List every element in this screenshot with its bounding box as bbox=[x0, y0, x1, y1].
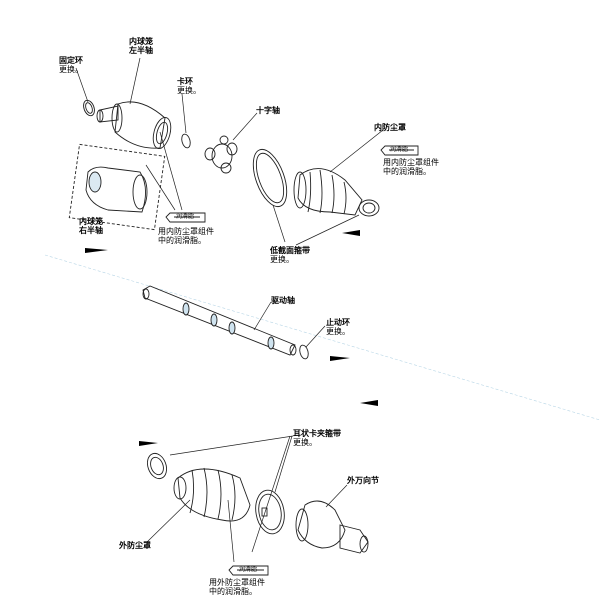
label-outer-boot: 外防尘罩 bbox=[119, 541, 151, 550]
snap-ring bbox=[181, 133, 191, 149]
drive-shaft bbox=[142, 285, 297, 356]
label-inner-cage-right: 内球笼右半轴 bbox=[79, 217, 103, 235]
label-drive-shaft: 驱动轴 bbox=[271, 296, 295, 305]
label-outer-joint: 外万向节 bbox=[347, 476, 379, 485]
outer-joint bbox=[295, 500, 369, 554]
ear-clamp bbox=[255, 489, 285, 535]
label-stop-ring: 止动环更换。 bbox=[326, 318, 350, 336]
arrow-markers bbox=[85, 230, 378, 446]
label-fixed-ring: 固定环更换。 bbox=[59, 56, 83, 74]
grease-tag-text-bottom: 润滑脂 bbox=[239, 566, 258, 573]
outer-boot bbox=[173, 467, 251, 522]
label-cross-shaft: 十字轴 bbox=[256, 106, 280, 115]
grease-tag-icon-bottom bbox=[228, 565, 269, 576]
label-low-profile-clamp: 低截面箍带更换。 bbox=[270, 246, 310, 264]
grease-tag-text-top: 润滑脂 bbox=[390, 146, 409, 153]
label-inner-cage-left: 内球笼左半轴 bbox=[129, 37, 153, 55]
label-inner-boot: 内防尘罩 bbox=[374, 123, 406, 132]
leader-lines bbox=[75, 57, 384, 563]
cross-shaft bbox=[204, 135, 238, 174]
section-divider-top bbox=[44, 254, 601, 421]
grease-tag-icon-mid bbox=[165, 212, 206, 223]
label-ear-clamp: 耳状卡夹箍带更换。 bbox=[293, 429, 341, 447]
inner-cage-left bbox=[96, 101, 172, 150]
label-inner-boot-grease-mid: 用内防尘罩组件中的润滑脂。 bbox=[158, 227, 214, 245]
label-inner-boot-grease-top: 用内防尘罩组件中的润滑脂。 bbox=[383, 158, 439, 176]
label-outer-boot-grease: 用外防尘罩组件中的润滑脂。 bbox=[209, 578, 265, 596]
inner-boot bbox=[293, 168, 363, 216]
grease-tag-icon-top bbox=[380, 145, 419, 156]
low-profile-clamp-top bbox=[252, 148, 288, 208]
fixed-ring bbox=[83, 99, 95, 117]
label-snap-ring: 卡环更换。 bbox=[177, 77, 201, 95]
small-clamp-ring-top bbox=[358, 199, 380, 217]
inner-cage-right bbox=[68, 143, 166, 231]
grease-tag-text-mid: 润滑脂 bbox=[176, 213, 195, 220]
stop-ring bbox=[299, 344, 309, 360]
outer-clamp-ring bbox=[146, 452, 168, 480]
